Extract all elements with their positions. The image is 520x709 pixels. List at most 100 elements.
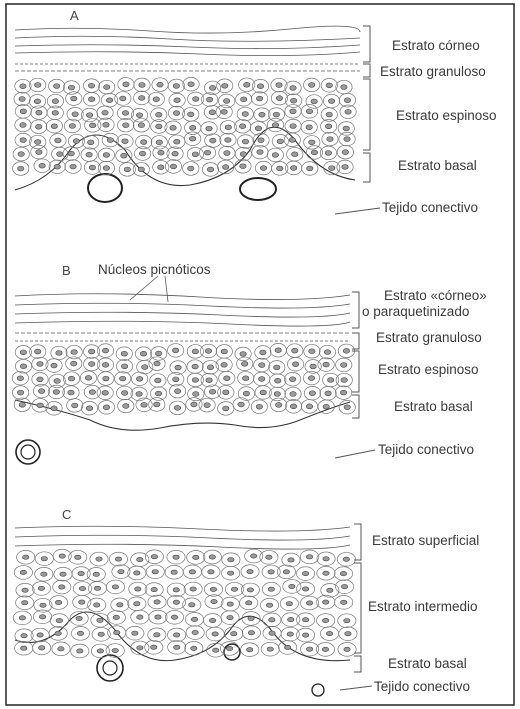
- nucleus: [290, 86, 296, 91]
- nucleus: [207, 167, 213, 172]
- nucleus: [172, 348, 178, 353]
- nucleus: [306, 555, 312, 559]
- nucleus: [106, 98, 112, 103]
- nucleus: [341, 378, 347, 383]
- nucleus: [223, 390, 229, 395]
- nucleus: [260, 350, 266, 355]
- nucleus: [22, 555, 28, 559]
- nucleus: [267, 647, 273, 651]
- nucleus: [227, 571, 233, 575]
- nucleus: [151, 555, 157, 559]
- nucleus: [221, 362, 227, 367]
- nucleus: [273, 112, 279, 117]
- nucleus: [172, 151, 178, 156]
- nucleus: [260, 166, 266, 171]
- nucleus: [289, 584, 295, 588]
- nucleus: [77, 631, 83, 635]
- nucleus: [94, 603, 100, 607]
- nucleus: [311, 150, 317, 155]
- nucleus: [209, 555, 215, 559]
- label-a-corneo: Estrato córneo: [392, 38, 480, 53]
- nucleus: [103, 166, 109, 171]
- label-a-granuloso: Estrato granuloso: [380, 64, 486, 79]
- nucleus: [119, 376, 125, 381]
- nucleus: [224, 376, 230, 381]
- nucleus: [289, 377, 295, 382]
- nucleus: [156, 124, 162, 129]
- nucleus: [207, 365, 213, 370]
- nucleus: [138, 123, 144, 128]
- nucleus: [191, 617, 197, 621]
- nucleus: [327, 137, 333, 142]
- nucleus: [325, 124, 331, 129]
- nucleus: [136, 392, 142, 397]
- nucleus: [190, 587, 196, 591]
- nucleus: [155, 615, 161, 619]
- nucleus: [152, 570, 158, 574]
- nucleus: [173, 84, 179, 89]
- nucleus: [283, 570, 289, 574]
- nucleus: [38, 389, 44, 394]
- nucleus: [103, 122, 109, 127]
- nucleus: [54, 164, 60, 169]
- nucleus: [209, 618, 215, 622]
- nucleus: [174, 139, 180, 144]
- panel-a-brackets: [335, 26, 380, 214]
- nucleus: [115, 557, 121, 561]
- nucleus: [227, 615, 233, 619]
- nucleus: [58, 647, 64, 651]
- nucleus: [342, 150, 348, 155]
- nucleus: [231, 587, 237, 591]
- nucleus: [71, 96, 77, 101]
- nucleus: [136, 376, 142, 381]
- nucleus: [36, 110, 42, 115]
- nucleus: [155, 391, 161, 396]
- label-b-nucleos: Núcleos picnóticos: [98, 262, 211, 277]
- nucleus: [343, 348, 349, 353]
- nucleus: [89, 362, 95, 367]
- nucleus: [240, 352, 246, 357]
- nucleus: [37, 362, 43, 367]
- nucleus: [156, 112, 162, 117]
- nucleus: [117, 603, 123, 607]
- label-a-basal: Estrato basal: [398, 158, 477, 173]
- nucleus: [258, 377, 264, 382]
- nucleus: [155, 351, 161, 356]
- nucleus: [269, 618, 275, 622]
- nucleus: [189, 570, 195, 574]
- nucleus: [174, 98, 180, 103]
- nucleus: [153, 97, 159, 102]
- nucleus: [151, 645, 157, 649]
- nucleus: [114, 630, 120, 634]
- nucleus: [288, 558, 294, 562]
- nucleus: [242, 139, 248, 144]
- nucleus: [288, 617, 294, 621]
- nucleus: [54, 379, 60, 384]
- nucleus: [292, 348, 298, 353]
- nucleus: [345, 109, 351, 114]
- nucleus: [57, 152, 63, 157]
- nucleus: [309, 349, 315, 354]
- nucleus: [22, 601, 28, 605]
- nucleus: [206, 126, 212, 131]
- nucleus: [342, 165, 348, 170]
- nucleus: [306, 125, 312, 130]
- nucleus: [135, 587, 141, 591]
- nucleus: [39, 615, 45, 619]
- nucleus: [344, 98, 350, 103]
- nucleus: [35, 124, 41, 129]
- nucleus: [257, 84, 263, 89]
- nucleus: [72, 112, 78, 117]
- nucleus: [325, 150, 331, 155]
- nucleus: [212, 632, 218, 636]
- nucleus: [121, 391, 127, 396]
- nucleus: [88, 83, 94, 88]
- nucleus: [151, 587, 157, 591]
- nucleus: [17, 376, 23, 381]
- nucleus: [231, 632, 237, 636]
- nucleus: [141, 140, 147, 145]
- nucleus: [86, 152, 92, 157]
- nucleus: [154, 600, 160, 604]
- nucleus: [19, 616, 25, 620]
- nucleus: [68, 390, 74, 395]
